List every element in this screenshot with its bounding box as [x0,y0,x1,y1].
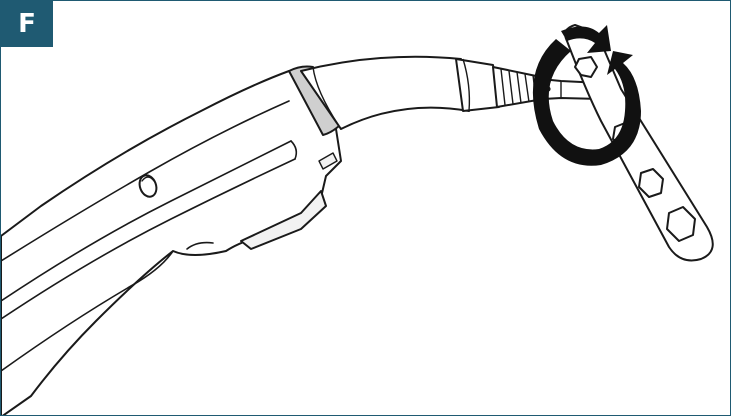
wrench-icon [565,25,713,261]
step-badge: F [1,1,53,47]
welding-torch-icon [1,71,341,416]
step-label: F [18,9,36,39]
neck-tube-icon [289,57,543,135]
